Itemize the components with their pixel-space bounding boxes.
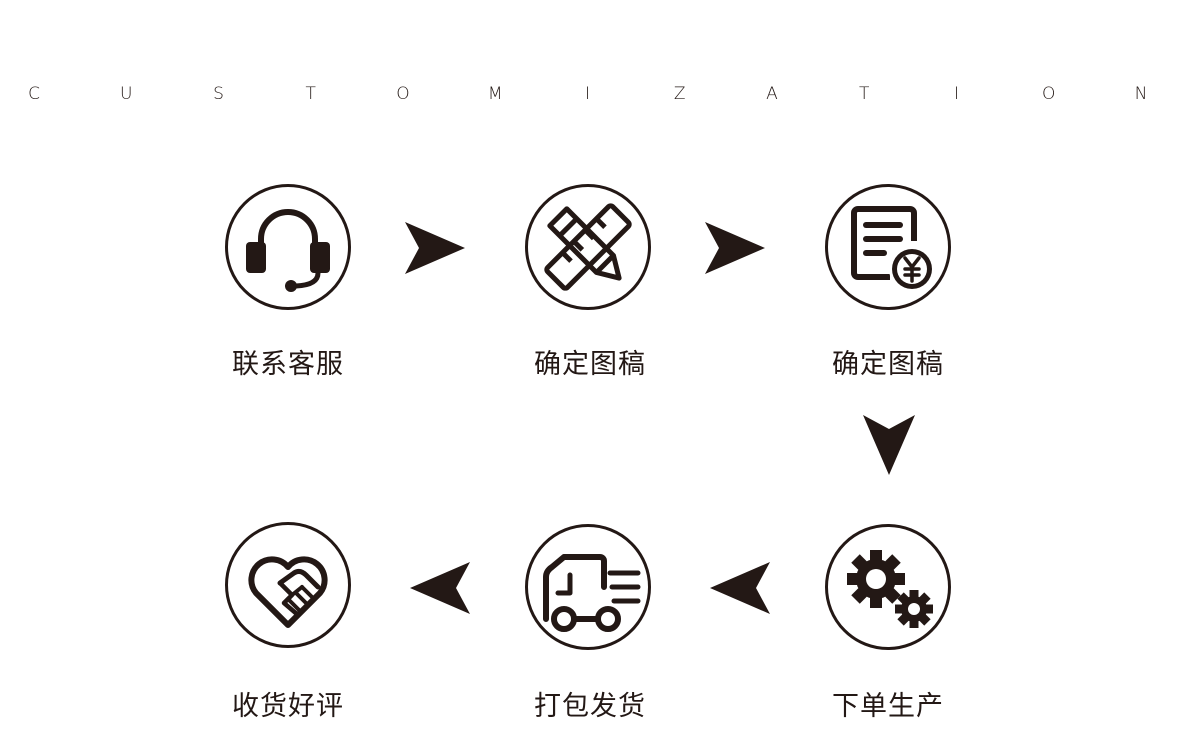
step-5-label: 打包发货 [534, 691, 646, 722]
arrow-right-icon [705, 222, 765, 274]
arrow-down-icon [863, 415, 915, 475]
header-letter: I [953, 84, 959, 104]
step-1-label: 联系客服 [232, 349, 344, 380]
delivery-truck-icon [543, 554, 641, 632]
header-letter: Z [673, 84, 686, 104]
header-letter: M [487, 84, 503, 104]
document-yuan-icon [851, 206, 935, 292]
step-2-circle [525, 184, 651, 310]
header-letter: T [859, 84, 870, 104]
header-letter: C [28, 84, 40, 104]
step-6-circle [225, 522, 351, 648]
step-5-circle [525, 524, 651, 650]
pencil-ruler-icon [544, 203, 632, 291]
header-letter: N [1134, 84, 1148, 104]
step-2-label: 确定图稿 [534, 349, 646, 380]
heart-handshake-icon [248, 556, 328, 628]
headset-icon [246, 209, 330, 292]
step-3-circle [825, 184, 951, 310]
header-letter: U [120, 84, 133, 104]
header-letter: O [1042, 84, 1056, 104]
step-6-label: 收货好评 [232, 691, 344, 722]
arrow-left-icon [710, 562, 770, 614]
arrow-right-icon [405, 222, 465, 274]
customization-header: C U S T O M I Z A T I O N [24, 82, 1151, 106]
gears-icon [847, 550, 933, 628]
header-letter: S [213, 84, 224, 104]
header-letter: T [305, 84, 316, 104]
arrow-left-icon [410, 562, 470, 614]
header-letter: I [584, 84, 590, 104]
header-letter: A [766, 84, 778, 104]
step-1-circle [225, 184, 351, 310]
step-3-label: 确定图稿 [832, 349, 944, 380]
step-4-circle [825, 524, 951, 650]
step-4-label: 下单生产 [832, 691, 944, 722]
header-letter: O [396, 84, 410, 104]
